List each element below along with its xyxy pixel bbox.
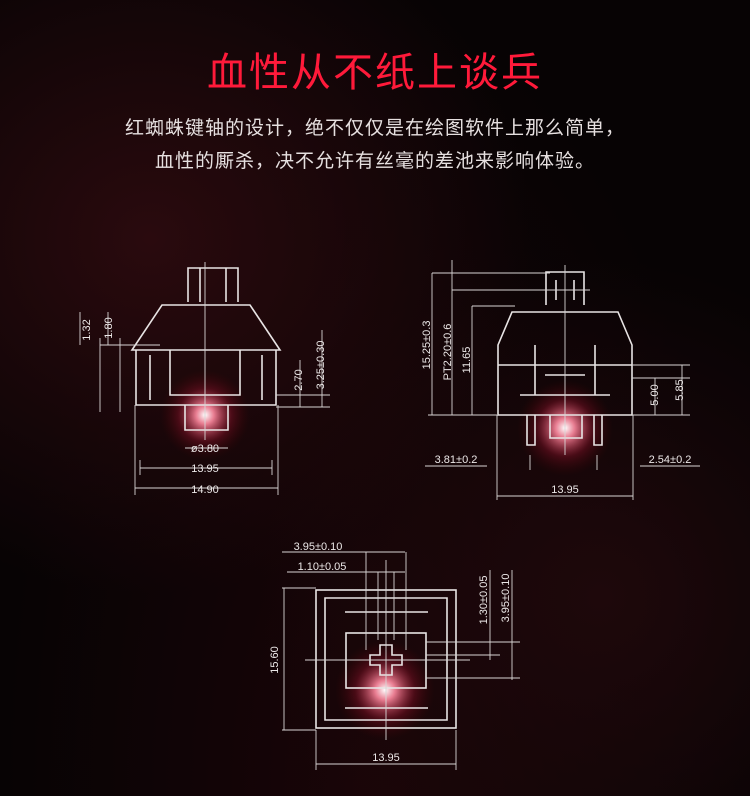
description-line-1: 红蜘蛛键轴的设计，绝不仅仅是在绘图软件上那么简单， <box>124 117 625 139</box>
dim-1-32: 1.32 <box>81 319 93 340</box>
dim-5-85: 5.85 <box>674 379 686 400</box>
dim-11-65: 11.65 <box>461 347 473 374</box>
description: 红蜘蛛键轴的设计，绝不仅仅是在绘图软件上那么简单， 血性的厮杀，决不允许有丝毫的… <box>0 112 750 178</box>
dim-5-00: 5.00 <box>649 384 661 405</box>
dim-3-81: 3.81±0.2 <box>435 454 478 466</box>
dim-right-3-95: 3.95±0.10 <box>500 574 512 623</box>
dim-top-1-10: 1.10±0.05 <box>298 561 347 573</box>
dim-2-54: 2.54±0.2 <box>649 454 692 466</box>
dim-13-95: 13.95 <box>372 752 400 764</box>
top-view-drawing: 3.95±0.10 1.10±0.05 1.30±0.05 3.95±0.10 … <box>269 541 520 770</box>
dim-13-95: 13.95 <box>551 484 579 496</box>
front-view-drawing: 15.25±0.3 PT2.20±0.6 11.65 5.00 5.85 3.8… <box>421 260 700 500</box>
description-line-2: 血性的厮杀，决不允许有丝毫的差池来影响体验。 <box>154 150 595 172</box>
dim-15-25: 15.25±0.3 <box>421 321 433 370</box>
dim-2-70: 2.70 <box>293 369 305 390</box>
dim-14-90: 14.90 <box>191 484 219 496</box>
dim-right-1-30: 1.30±0.05 <box>478 576 490 625</box>
dim-top-3-95: 3.95±0.10 <box>294 541 343 553</box>
led-glow <box>335 640 435 740</box>
dim-led-diameter: ø3.80 <box>191 443 219 455</box>
dim-15-60: 15.60 <box>269 646 281 674</box>
dim-1-80: 1.80 <box>103 317 115 338</box>
dim-pt2-20: PT2.20±0.6 <box>442 324 454 381</box>
side-view-drawing: 1.32 1.80 2.70 3.25±0.30 ø3.80 13.95 14.… <box>79 262 330 496</box>
dim-3-25: 3.25±0.30 <box>315 341 327 390</box>
page-title: 血性从不纸上谈兵 <box>207 50 543 96</box>
dim-13-95: 13.95 <box>191 463 219 475</box>
